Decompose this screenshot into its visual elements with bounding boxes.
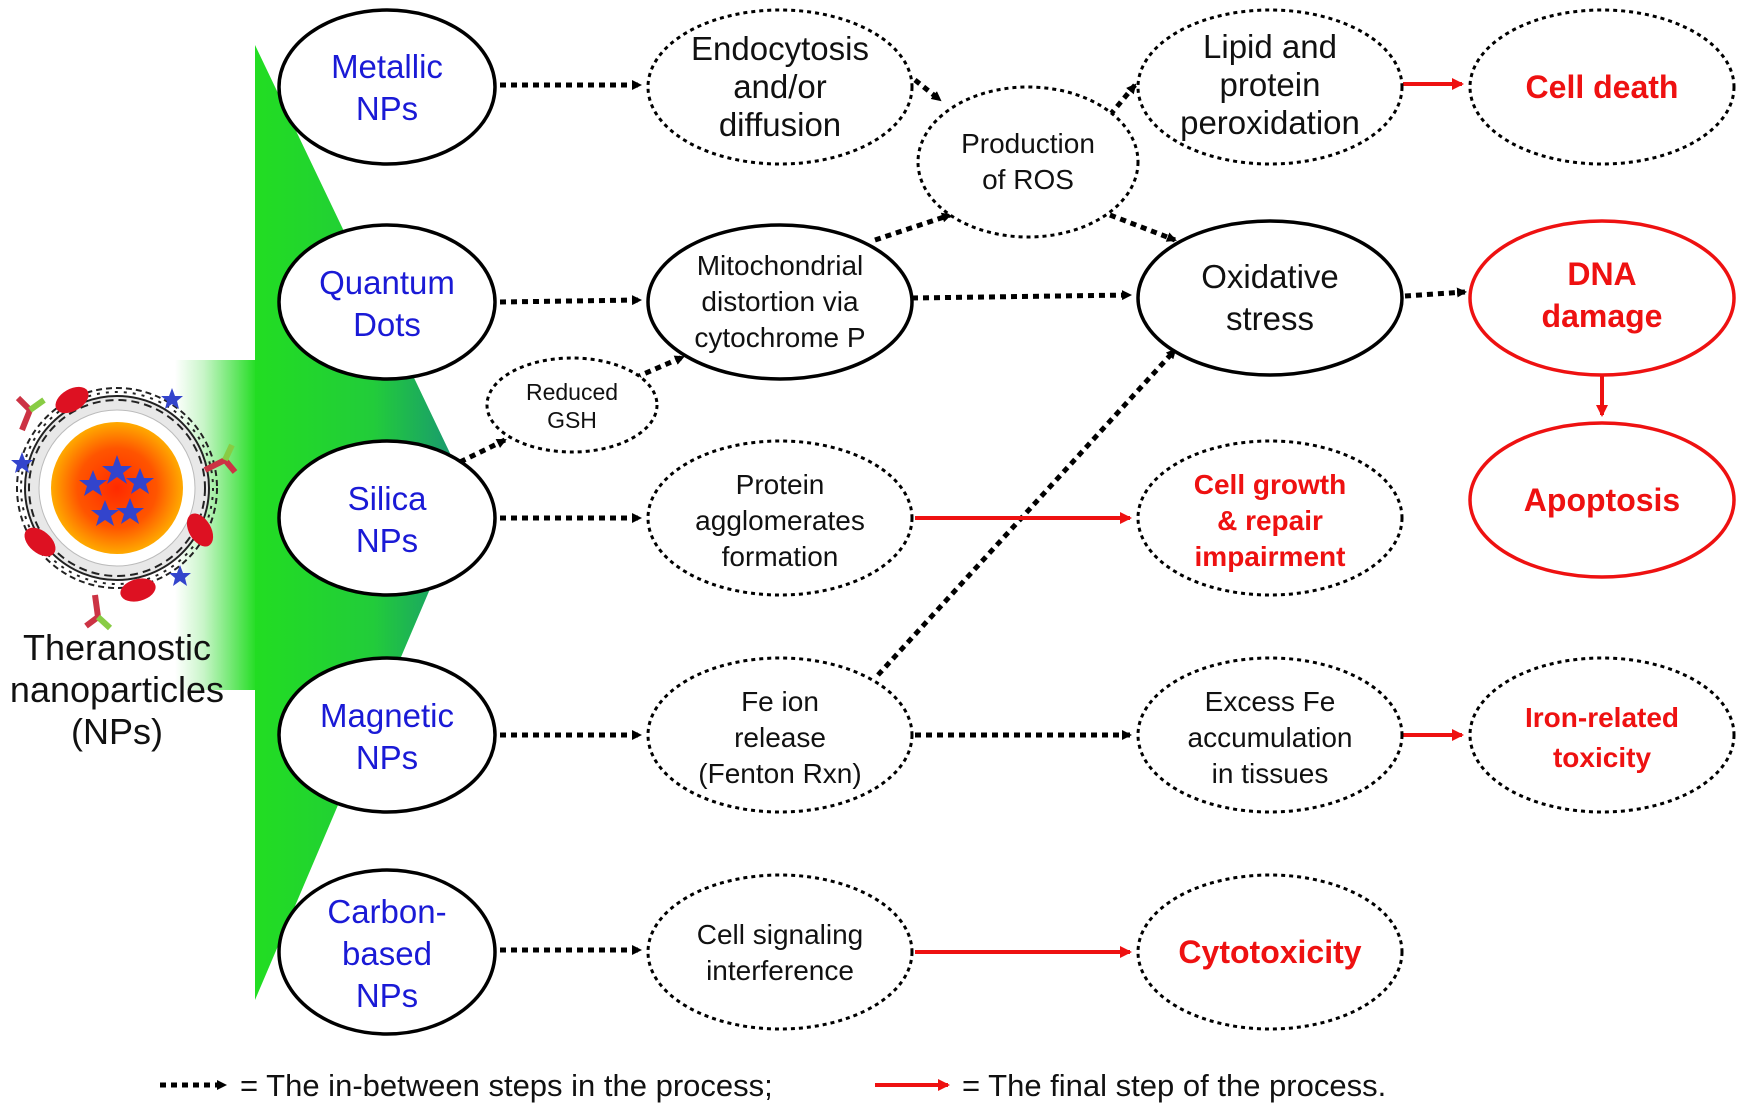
node-label: toxicity bbox=[1553, 742, 1651, 773]
node-label: Apoptosis bbox=[1524, 482, 1680, 518]
node-label: NPs bbox=[356, 522, 418, 559]
node-label: & repair bbox=[1217, 505, 1323, 536]
node-label: accumulation bbox=[1188, 722, 1353, 753]
node-label: in tissues bbox=[1212, 758, 1329, 789]
node-label: agglomerates bbox=[695, 505, 865, 536]
node-label: of ROS bbox=[982, 164, 1074, 195]
node-mitochondrial: Mitochondrial distortion via cytochrome … bbox=[646, 223, 914, 381]
node-label: formation bbox=[722, 541, 839, 572]
node-silica: Silica NPs bbox=[277, 439, 497, 597]
node-label: protein bbox=[1220, 66, 1321, 103]
arrow-mitochondrial-oxidative bbox=[911, 290, 1132, 301]
node-label: damage bbox=[1542, 298, 1663, 334]
arrow-quantum-mitochondrial bbox=[499, 295, 642, 306]
drug-molecules bbox=[11, 388, 191, 586]
node-label: Dots bbox=[353, 306, 421, 343]
node-label: Lipid and bbox=[1203, 28, 1337, 65]
node-label: Cell death bbox=[1526, 69, 1679, 105]
node-label: and/or bbox=[733, 68, 827, 105]
node-label: NPs bbox=[356, 739, 418, 776]
node-excess-fe: Excess Fe accumulation in tissues bbox=[1136, 656, 1404, 814]
node-label: peroxidation bbox=[1180, 104, 1360, 141]
node-label: DNA bbox=[1567, 256, 1636, 292]
node-ros: Production of ROS bbox=[916, 85, 1140, 239]
node-label: Quantum bbox=[319, 264, 455, 301]
node-label: interference bbox=[706, 955, 854, 986]
legend-intermediate-text: = The in-between steps in the process; bbox=[240, 1068, 773, 1103]
source-line: nanoparticles bbox=[10, 669, 224, 710]
source-line: Theranostic bbox=[23, 627, 211, 668]
node-label: Cell growth bbox=[1194, 469, 1346, 500]
ligands bbox=[24, 386, 214, 602]
node-endocytosis: Endocytosis and/or diffusion bbox=[646, 8, 914, 166]
node-label: distortion via bbox=[701, 286, 859, 317]
node-label: Endocytosis bbox=[691, 30, 869, 67]
node-cytotoxicity: Cytotoxicity bbox=[1136, 873, 1404, 1031]
node-label: diffusion bbox=[719, 106, 841, 143]
node-label: GSH bbox=[547, 407, 597, 433]
legend: = The in-between steps in the process; =… bbox=[160, 1068, 1386, 1103]
node-gsh: Reduced GSH bbox=[485, 356, 659, 454]
node-lipid: Lipid and protein peroxidation bbox=[1136, 8, 1404, 166]
node-label: release bbox=[734, 722, 826, 753]
node-label: Production bbox=[961, 128, 1095, 159]
node-cell-growth: Cell growth & repair impairment bbox=[1136, 439, 1404, 597]
node-iron-toxicity: Iron-related toxicity bbox=[1468, 656, 1736, 814]
node-protein-agglomerates: Protein agglomerates formation bbox=[646, 439, 914, 597]
arrow-fe-oxidative bbox=[876, 348, 1177, 677]
node-label: Oxidative bbox=[1201, 258, 1339, 295]
node-label: Protein bbox=[736, 469, 825, 500]
arrow-ros-oxidative bbox=[1109, 212, 1177, 243]
node-fe-release: Fe ion release (Fenton Rxn) bbox=[646, 656, 914, 814]
node-label: Cell signaling bbox=[697, 919, 864, 950]
node-label: impairment bbox=[1195, 541, 1346, 572]
node-label: based bbox=[342, 935, 432, 972]
arrow-oxidative-dna bbox=[1404, 287, 1467, 299]
node-label: Reduced bbox=[526, 379, 618, 405]
node-label: Fe ion bbox=[741, 686, 819, 717]
node-label: Iron-related bbox=[1525, 702, 1679, 733]
node-label: NPs bbox=[356, 90, 418, 127]
node-dna-damage: DNA damage bbox=[1468, 219, 1736, 377]
arrow-silica-gsh bbox=[458, 437, 507, 465]
node-label: (Fenton Rxn) bbox=[698, 758, 861, 789]
outcome-nodes: Cell death DNA damage Apoptosis Cell gro… bbox=[1136, 8, 1736, 1031]
source-label: Theranostic nanoparticles (NPs) bbox=[10, 627, 224, 752]
arrow-mitochondrial-ros bbox=[874, 212, 952, 243]
mechanism-nodes: Endocytosis and/or diffusion Mitochondri… bbox=[485, 8, 1404, 1031]
node-label: Silica bbox=[348, 480, 428, 517]
final-arrows bbox=[915, 78, 1608, 958]
node-carbon: Carbon- based NPs bbox=[277, 868, 497, 1036]
intermediate-arrows bbox=[458, 78, 1467, 955]
node-cell-signaling: Cell signaling interference bbox=[646, 873, 914, 1031]
node-label: cytochrome P bbox=[694, 322, 865, 353]
node-metallic: Metallic NPs bbox=[277, 8, 497, 166]
arrow-ros-lipid bbox=[1108, 83, 1137, 117]
node-label: Mitochondrial bbox=[697, 250, 864, 281]
node-apoptosis: Apoptosis bbox=[1468, 421, 1736, 579]
antibodies bbox=[15, 395, 238, 631]
node-label: Metallic bbox=[331, 48, 443, 85]
node-cell-death: Cell death bbox=[1468, 8, 1736, 166]
node-label: Carbon- bbox=[327, 893, 446, 930]
nanoparticle-illustration bbox=[11, 386, 238, 631]
node-magnetic: Magnetic NPs bbox=[277, 656, 497, 814]
node-label: Excess Fe bbox=[1205, 686, 1336, 717]
arrow-endocytosis-ros bbox=[913, 78, 942, 102]
node-label: Magnetic bbox=[320, 697, 454, 734]
node-label: Cytotoxicity bbox=[1178, 934, 1361, 970]
source-line: (NPs) bbox=[71, 711, 163, 752]
node-quantum: Quantum Dots bbox=[277, 223, 497, 381]
np-nodes: Metallic NPs Quantum Dots Silica NPs Mag… bbox=[277, 8, 497, 1036]
node-label: NPs bbox=[356, 977, 418, 1014]
node-oxidative-stress: Oxidative stress bbox=[1136, 219, 1404, 377]
node-label: stress bbox=[1226, 300, 1314, 337]
legend-final-text: = The final step of the process. bbox=[962, 1068, 1386, 1103]
